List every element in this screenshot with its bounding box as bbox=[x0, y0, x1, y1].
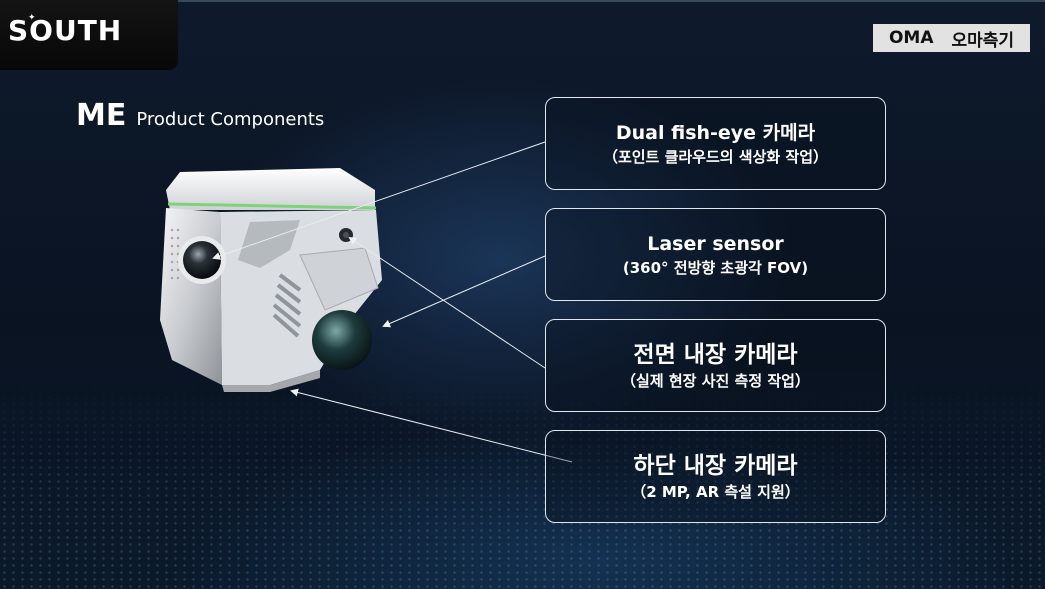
company-badge: OMA 오마측기 bbox=[873, 24, 1030, 52]
logo-bar: SOUTH ✦ bbox=[0, 0, 178, 70]
south-logo: SOUTH bbox=[8, 14, 123, 47]
badge-oma: OMA bbox=[888, 28, 934, 48]
dot-wave-background bbox=[0, 380, 1045, 589]
callout-fisheye-camera: Dual fish-eye 카메라 （포인트 클라우드의 색상화 작업） bbox=[545, 97, 886, 190]
top-divider bbox=[178, 0, 1045, 2]
callout-title: Laser sensor bbox=[647, 232, 784, 255]
device-illustration bbox=[160, 168, 382, 392]
callout-front-camera: 전면 내장 카메라 （실제 현장 사진 측정 작업） bbox=[545, 319, 886, 412]
callout-subtitle: （포인트 클라우드의 색상화 작업） bbox=[602, 147, 829, 166]
callout-subtitle: (360° 전방향 초광각 FOV) bbox=[622, 258, 809, 277]
callout-title: 하단 내장 카메라 bbox=[633, 452, 798, 479]
callout-subtitle: （실제 현장 사진 측정 작업） bbox=[621, 371, 810, 390]
callout-title: 전면 내장 카메라 bbox=[633, 341, 798, 368]
badge-company-name: 오마측기 bbox=[951, 30, 1015, 51]
title-subtitle: Product Components bbox=[136, 109, 325, 130]
star-icon: ✦ bbox=[28, 13, 36, 23]
callout-subtitle: （2 MP, AR 측설 지원） bbox=[631, 482, 800, 501]
callout-bottom-camera: 하단 내장 카메라 （2 MP, AR 측설 지원） bbox=[545, 430, 886, 523]
leader-line-laser bbox=[382, 255, 546, 328]
page-title: ME Product Components bbox=[76, 98, 324, 133]
callout-title: Dual fish-eye 카메라 bbox=[615, 121, 816, 144]
title-main: ME bbox=[76, 98, 127, 133]
callout-laser-sensor: Laser sensor (360° 전방향 초광각 FOV) bbox=[545, 208, 886, 301]
